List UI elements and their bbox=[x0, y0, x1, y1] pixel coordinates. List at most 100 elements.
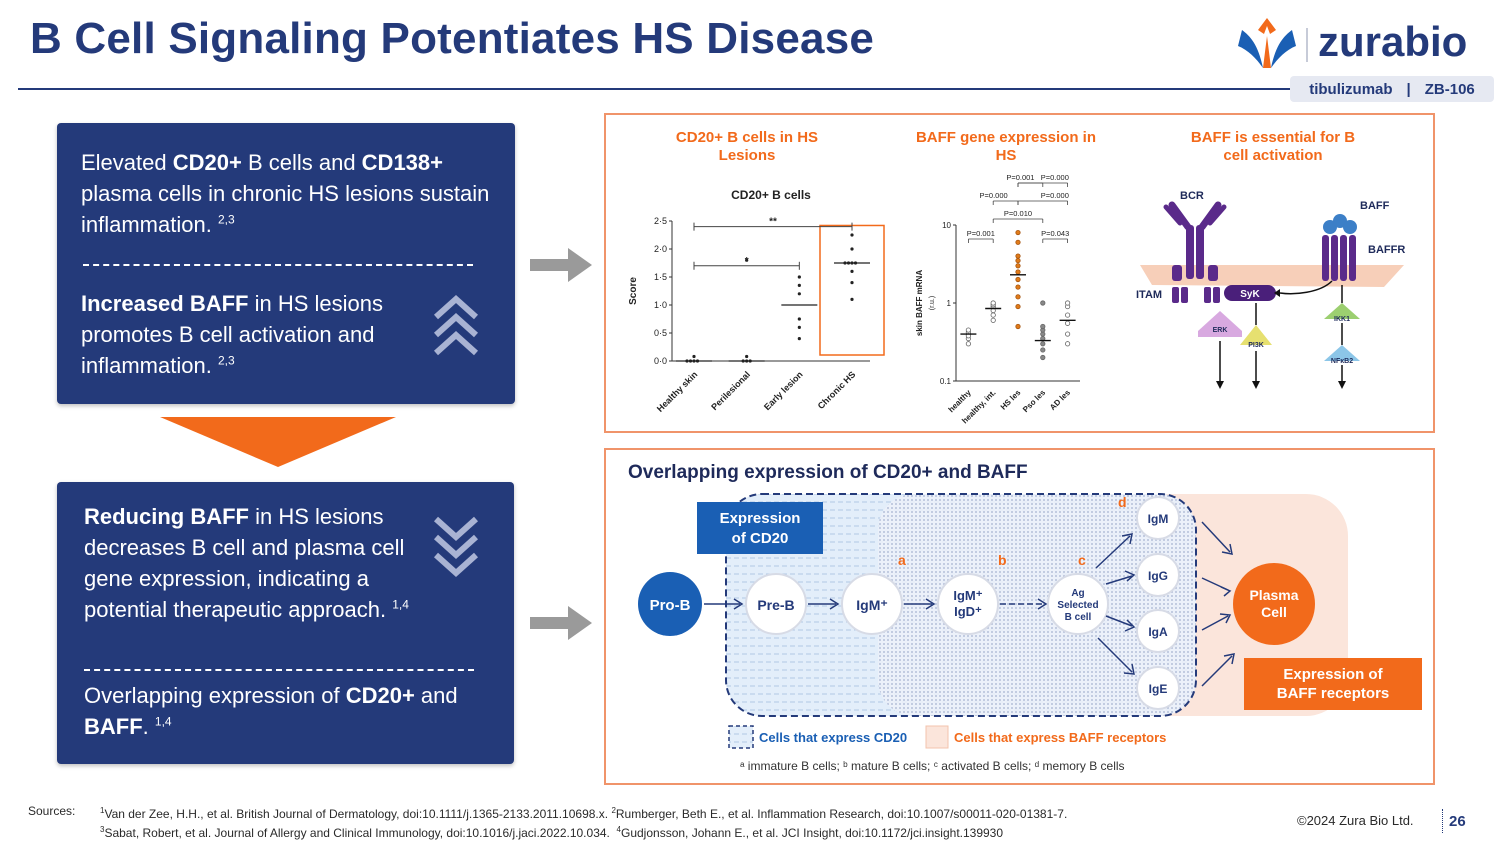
chart1-y-tick-label: 0·0 bbox=[654, 356, 667, 366]
chart1-sig-label: * bbox=[745, 256, 749, 267]
svg-text:Ag: Ag bbox=[1071, 588, 1084, 599]
cd20-bcell-chart: CD20+ B cells0·00·51·01·52·02·5ScoreHeal… bbox=[628, 188, 885, 414]
stage-d-label: d bbox=[1118, 494, 1127, 510]
svg-text:IgA: IgA bbox=[1148, 625, 1168, 639]
chart2-point bbox=[1015, 303, 1021, 310]
chart1-point bbox=[797, 275, 801, 279]
overlap-title: Overlapping expression of CD20+ and BAFF bbox=[628, 462, 1028, 483]
chart1-y-tick-label: 2·5 bbox=[654, 216, 667, 226]
pro-b-cell bbox=[638, 572, 702, 636]
svg-text:B cell: B cell bbox=[1065, 612, 1092, 623]
summary-box-top: Elevated CD20+ B cells and CD138+ plasma… bbox=[57, 123, 515, 404]
chart2-x-label: Pso les bbox=[1021, 388, 1048, 415]
svg-text:Pre-B: Pre-B bbox=[757, 597, 794, 613]
svg-text:IgG: IgG bbox=[1148, 569, 1168, 583]
cd20-label-box bbox=[697, 502, 823, 554]
chart1-point bbox=[850, 233, 854, 237]
chart2-point bbox=[1015, 229, 1021, 236]
logo-divider bbox=[1306, 28, 1308, 62]
chart2-sig-label: P=0.000 bbox=[1041, 191, 1069, 200]
baffr-label-box bbox=[1244, 658, 1422, 710]
bcr-receptor bbox=[1163, 201, 1227, 303]
chart2-point bbox=[990, 300, 996, 306]
legend-cd20-label: Cells that express CD20 bbox=[759, 730, 907, 745]
reference-1: Van der Zee, H.H., et al. British Journa… bbox=[104, 807, 609, 821]
summary-box-bottom: Reducing BAFF in HS lesions decreases B … bbox=[57, 482, 514, 764]
drug-name: tibulizumab bbox=[1309, 80, 1393, 98]
legend-baff-swatch bbox=[925, 725, 949, 749]
evidence-panel: CD20+ B cells in HS Lesions BAFF gene ex… bbox=[604, 113, 1435, 433]
pro-b-label: Pro-B bbox=[650, 597, 691, 614]
pre-b-cell: Pre-B bbox=[745, 573, 807, 635]
chart1-y-label: Score bbox=[628, 277, 639, 305]
right-arrow-icon bbox=[530, 248, 592, 282]
drug-tag: tibulizumab | ZB-106 bbox=[1290, 76, 1494, 102]
drug-code: ZB-106 bbox=[1424, 80, 1475, 98]
ikk1-label: IKK1 bbox=[1334, 316, 1350, 323]
stage-a-label: a bbox=[898, 552, 906, 568]
stage-c-label: c bbox=[1078, 552, 1086, 568]
reference-line: 1Van der Zee, H.H., et al. British Journ… bbox=[100, 806, 1068, 821]
page-title: B Cell Signaling Potentiates HS Disease bbox=[30, 14, 875, 63]
cd20-label-line: of CD20 bbox=[732, 530, 789, 547]
brand-mark-icon bbox=[1238, 18, 1296, 68]
chart2-point bbox=[1015, 263, 1021, 269]
bcr-label: BCR bbox=[1180, 190, 1204, 202]
overlap-statement: Overlapping expression of CD20+ and BAFF… bbox=[84, 683, 458, 739]
svg-text:IgM⁺: IgM⁺ bbox=[856, 597, 888, 613]
down-arrow bbox=[160, 417, 396, 467]
chart1-x-label: Healthy skin bbox=[655, 369, 700, 414]
chart1-y-tick-label: 1·5 bbox=[654, 272, 667, 282]
chart2-sig-label: P=0.000 bbox=[980, 191, 1008, 200]
copyright: ©2024 Zura Bio Ltd. bbox=[1297, 813, 1414, 828]
erk-label: ERK bbox=[1213, 327, 1228, 334]
baff-pathway-diagram: BCR ITAM SyK BAFF BAFFR ERK PI3K IKK1 NF… bbox=[1136, 190, 1405, 389]
chart2-y-label: skin BAFF mRNA bbox=[915, 270, 924, 336]
svg-text:BAFF receptors: BAFF receptors bbox=[1277, 685, 1390, 702]
ige-output-cell: IgE bbox=[1136, 666, 1180, 710]
chart1-point bbox=[797, 337, 801, 341]
flow-arrows bbox=[704, 521, 1235, 687]
legend-baff-label: Cells that express BAFF receptors bbox=[954, 730, 1166, 745]
chart1-point bbox=[797, 317, 801, 321]
reference-2: Rumberger, Beth E., et al. Inflammation … bbox=[615, 807, 1068, 821]
chart2-sig-label: P=0.010 bbox=[1004, 209, 1032, 218]
baff-increase-statement: Increased BAFF in HS lesions promotes B … bbox=[81, 291, 384, 378]
chart1-point bbox=[797, 325, 801, 329]
chart1-y-tick-label: 2·0 bbox=[654, 244, 667, 254]
pathway-heading: BAFF is essential for B cell activation bbox=[1190, 129, 1356, 164]
brand-logo: zurabio bbox=[1236, 16, 1486, 72]
igm-output-cell: IgM bbox=[1136, 496, 1180, 540]
chart2-point bbox=[1040, 323, 1046, 330]
nfkb2-node bbox=[1324, 345, 1360, 361]
stage-b-label: b bbox=[998, 552, 1007, 568]
syk-label: SyK bbox=[1240, 289, 1260, 300]
baff-label: BAFF bbox=[1360, 200, 1390, 212]
chart2-point bbox=[1015, 323, 1021, 330]
chevron-up-icon bbox=[433, 294, 479, 356]
chart2-point bbox=[1040, 354, 1046, 361]
chart2-point bbox=[990, 317, 996, 323]
chart1-y-tick-label: 1·0 bbox=[654, 300, 667, 310]
chart1-sig-label: ** bbox=[769, 217, 777, 228]
chart2-point bbox=[1015, 253, 1021, 259]
ag-selected-b-cell: Ag Selected B cell bbox=[1047, 573, 1109, 635]
chart2-point bbox=[1065, 341, 1071, 347]
chart2-sig-label: P=0.000 bbox=[1041, 173, 1069, 182]
chart1-point bbox=[797, 283, 801, 287]
svg-text:IgE: IgE bbox=[1149, 682, 1168, 696]
svg-text:Cell: Cell bbox=[1261, 604, 1287, 620]
dashed-divider bbox=[84, 669, 474, 671]
svg-text:IgM⁺: IgM⁺ bbox=[953, 588, 982, 603]
chart2-point bbox=[1040, 300, 1046, 306]
erk-node bbox=[1198, 311, 1242, 331]
svg-text:Plasma: Plasma bbox=[1249, 587, 1298, 603]
chart2-point bbox=[1065, 331, 1071, 337]
chart2-y-unit: (r.u.) bbox=[929, 296, 936, 310]
igm-igd-cell: IgM⁺ IgD⁺ bbox=[937, 573, 999, 635]
right-arrow-icon bbox=[530, 606, 592, 640]
chevron-down-icon bbox=[433, 516, 479, 578]
b-cell-development-diagram: Expression of CD20 Pro-B Pre-B IgM⁺ IgM⁺… bbox=[638, 493, 1422, 773]
chart1-point bbox=[850, 281, 854, 285]
